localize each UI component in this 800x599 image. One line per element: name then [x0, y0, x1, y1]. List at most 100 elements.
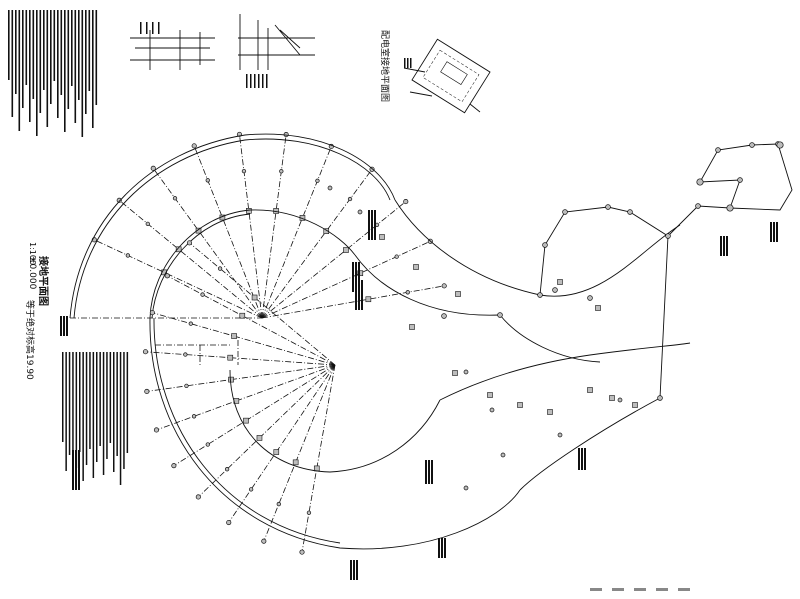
test-box-icon — [452, 370, 458, 376]
leader-note-text — [63, 316, 65, 336]
radial-ground-line — [263, 364, 336, 542]
radial-ground-line — [239, 134, 263, 319]
radial-ground-line — [198, 364, 336, 498]
ground-electrode-icon — [562, 209, 568, 215]
design-notes-text — [106, 352, 108, 459]
leader-note-text — [776, 222, 778, 242]
general-notes-text — [39, 10, 42, 113]
leader-note-text — [355, 280, 357, 310]
right-arm-upper-inner — [354, 254, 501, 316]
ground-electrode-icon — [357, 209, 363, 215]
test-box-icon — [487, 392, 493, 398]
drawing-title: 接地平面图 — [37, 256, 48, 306]
ground-electrode-icon — [186, 240, 193, 246]
design-notes-text — [126, 352, 129, 453]
ground-electrode-icon — [776, 141, 784, 149]
test-box-icon — [195, 227, 202, 234]
leader-note-text — [425, 460, 427, 484]
datum-note: 等于绝对标高19.90 — [24, 300, 34, 380]
general-notes-text — [8, 10, 10, 80]
test-box-icon — [256, 435, 263, 441]
general-notes-text — [15, 10, 17, 94]
ground-electrode-icon — [627, 209, 633, 215]
leader-note-text — [431, 460, 433, 484]
ground-electrode-icon — [195, 494, 201, 500]
right-arm-loop — [539, 143, 793, 296]
inset-leader-lines — [403, 67, 481, 113]
leader-note-text — [358, 262, 360, 292]
ground-electrode-icon — [557, 432, 563, 438]
test-box-icon — [409, 324, 415, 330]
inner-ring-curve-lower — [229, 369, 441, 473]
ground-electrode-icon — [183, 352, 188, 357]
ground-electrode-icon — [441, 283, 447, 289]
ground-electrode-icon — [315, 178, 320, 183]
general-notes-text — [18, 10, 21, 131]
right-arm-mid — [499, 314, 601, 363]
leader-note-text — [66, 316, 68, 336]
general-notes-text — [81, 10, 84, 137]
title-block-text — [612, 588, 624, 591]
design-notes-text — [89, 352, 91, 449]
test-box-icon — [595, 305, 601, 311]
radial-ground-line — [167, 275, 336, 366]
ground-electrode-icon — [191, 143, 197, 149]
test-box-icon — [357, 270, 364, 277]
leader-note-text — [358, 280, 360, 310]
leader-note-text — [773, 222, 775, 242]
ground-electrode-icon — [605, 204, 611, 210]
ground-electrode-icon — [695, 203, 701, 209]
detail-label-text — [250, 74, 252, 88]
title-block-text — [656, 588, 668, 591]
test-box-icon — [175, 246, 182, 253]
ground-electrode-icon — [657, 395, 663, 401]
test-box-icon — [379, 234, 385, 240]
radial-ground-line — [261, 201, 407, 319]
test-box-icon — [243, 417, 249, 424]
ground-electrode-icon — [497, 312, 503, 318]
title-block-text — [590, 588, 602, 591]
ground-electrode-icon — [489, 407, 495, 413]
inner-ring-curve-upper-2 — [151, 213, 251, 319]
ground-electrode-icon — [299, 549, 305, 555]
ground-electrode-icon — [164, 273, 170, 279]
design-notes-text — [109, 352, 112, 443]
ground-electrode-icon — [149, 310, 155, 316]
ground-electrode-icon — [191, 414, 197, 419]
leader-note-text — [60, 316, 62, 336]
test-box-icon — [517, 402, 523, 408]
radial-ground-line — [301, 364, 336, 553]
detail-label-text — [140, 22, 142, 34]
ground-electrode-icon — [463, 485, 469, 491]
general-notes-text — [71, 10, 73, 86]
leader-note-text — [371, 210, 373, 240]
ground-electrode-icon — [542, 242, 548, 248]
detail-label-text — [146, 22, 148, 34]
design-notes-text — [119, 352, 122, 485]
leader-note-text — [726, 236, 728, 256]
ground-electrode-icon — [224, 467, 230, 472]
ground-electrode-icon — [145, 221, 150, 227]
ground-electrode-icon — [347, 196, 353, 202]
general-notes-text — [50, 10, 52, 104]
electrical-room-outline — [411, 38, 491, 114]
ground-electrode-icon — [696, 178, 704, 186]
design-notes-text — [123, 352, 125, 469]
design-notes-text — [99, 352, 101, 446]
ground-electrode-icon — [153, 427, 160, 433]
test-box-icon — [632, 402, 638, 408]
detail-label-text — [158, 22, 160, 34]
test-box-icon — [587, 387, 593, 393]
general-notes-text — [43, 10, 45, 90]
general-notes-text — [85, 10, 87, 114]
ground-electrode-icon — [150, 165, 156, 171]
design-notes-text — [85, 352, 88, 465]
leader-note-text — [75, 450, 77, 490]
ground-electrode-icon — [327, 185, 333, 191]
test-box-icon — [557, 279, 563, 285]
general-notes-text — [60, 10, 63, 95]
leader-note-text — [356, 560, 358, 580]
radial-ground-line — [261, 285, 445, 319]
radial-ground-line — [173, 364, 336, 467]
